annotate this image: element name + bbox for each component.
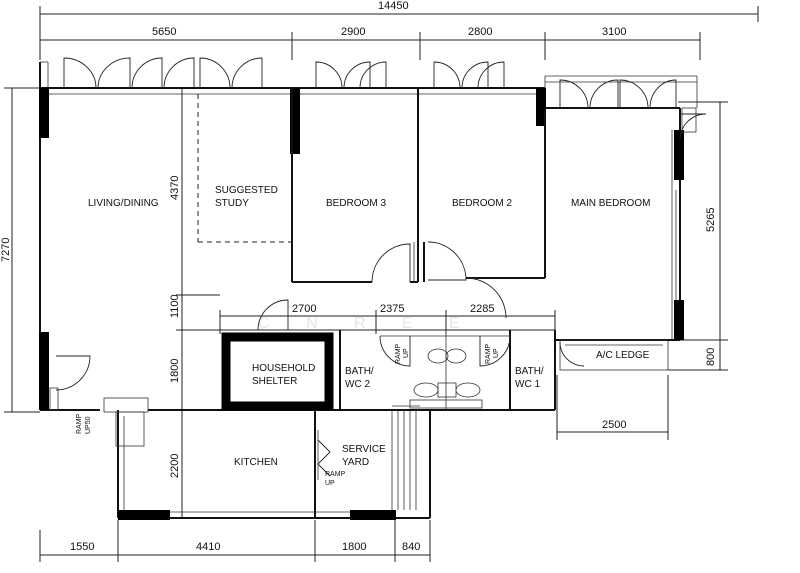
label-service-line2: YARD — [342, 457, 369, 468]
dim-top-1: 5650 — [152, 26, 176, 38]
household-shelter-wall — [221, 332, 334, 411]
bottom-dimensions: 1550 4410 1800 840 — [39, 520, 431, 562]
interior-doors — [49, 241, 585, 480]
dim-ledge-width: 2500 — [602, 419, 626, 431]
label-shelter-line2: SHELTER — [252, 376, 297, 387]
dim-top-2: 2900 — [341, 26, 365, 38]
label-bath2-line2: WC 2 — [345, 379, 370, 390]
left-dimensions: 7270 4370 1100 1800 2200 — [0, 87, 220, 519]
dim-shelter-height: 1800 — [169, 359, 181, 383]
label-bath1-line2: WC 1 — [515, 379, 540, 390]
right-dimensions: 5265 800 2500 — [556, 101, 728, 440]
dim-bottom-1: 1550 — [70, 541, 94, 553]
dim-right-bedroom: 5265 — [705, 208, 717, 232]
dim-study-height: 4370 — [169, 176, 181, 200]
label-kitchen: KITCHEN — [234, 457, 278, 468]
mid-dimensions: 2700 2375 2285 — [219, 303, 556, 334]
ramp-labels: RAMP UP50 RAMP UP RAMP UP RAMP UP — [76, 343, 500, 487]
label-bedroom3: BEDROOM 3 — [326, 198, 386, 209]
dim-top-4: 3100 — [602, 26, 626, 38]
ramp-bath2-line2: UP — [403, 348, 410, 358]
ramp-bath2-line1: RAMP — [395, 343, 402, 364]
dim-top-3: 2800 — [468, 26, 492, 38]
ramp-yard-line1: RAMP — [325, 471, 346, 478]
dim-mid-2: 2375 — [380, 303, 404, 315]
label-service-line1: SERVICE — [342, 444, 386, 455]
ramp-entrance-line2: UP50 — [85, 416, 92, 434]
top-windows — [63, 57, 707, 141]
watermark: C N R E E — [258, 315, 476, 332]
dim-left-total: 7270 — [0, 238, 12, 262]
label-study-line1: SUGGESTED — [215, 185, 278, 196]
label-bath1-line1: BATH/ — [515, 366, 544, 377]
dim-bottom-4: 840 — [402, 541, 420, 553]
label-bath2-line1: BATH/ — [345, 366, 374, 377]
room-labels: LIVING/DINING SUGGESTED STUDY BEDROOM 3 … — [88, 185, 650, 468]
top-dimensions: 14450 5650 2900 2800 3100 — [39, 0, 759, 60]
dim-bottom-2: 4410 — [196, 541, 220, 553]
ramp-bath1-line2: UP — [493, 348, 500, 358]
dim-mid-3: 2285 — [470, 303, 494, 315]
label-shelter-line1: HOUSEHOLD — [252, 363, 315, 374]
label-study-line2: STUDY — [215, 198, 249, 209]
dim-overall-width: 14450 — [378, 0, 409, 12]
ramp-entrance-line1: RAMP — [76, 413, 83, 434]
label-living-dining: LIVING/DINING — [88, 198, 159, 209]
ramp-bath1-line1: RAMP — [485, 343, 492, 364]
label-ac-ledge: A/C LEDGE — [596, 350, 650, 361]
solid-wall-blocks — [39, 88, 684, 520]
label-bedroom2: BEDROOM 2 — [452, 198, 512, 209]
label-main-bedroom: MAIN BEDROOM — [571, 198, 650, 209]
ramp-yard-line2: UP — [325, 480, 335, 487]
dim-mid-1: 2700 — [292, 303, 316, 315]
dim-right-ledge: 800 — [705, 348, 717, 366]
bath-fixtures — [409, 348, 483, 409]
dim-corridor-height: 1100 — [169, 294, 181, 318]
dim-bottom-3: 1800 — [342, 541, 366, 553]
interior-walls — [197, 88, 555, 518]
dim-kitchen-height: 2200 — [169, 454, 181, 478]
